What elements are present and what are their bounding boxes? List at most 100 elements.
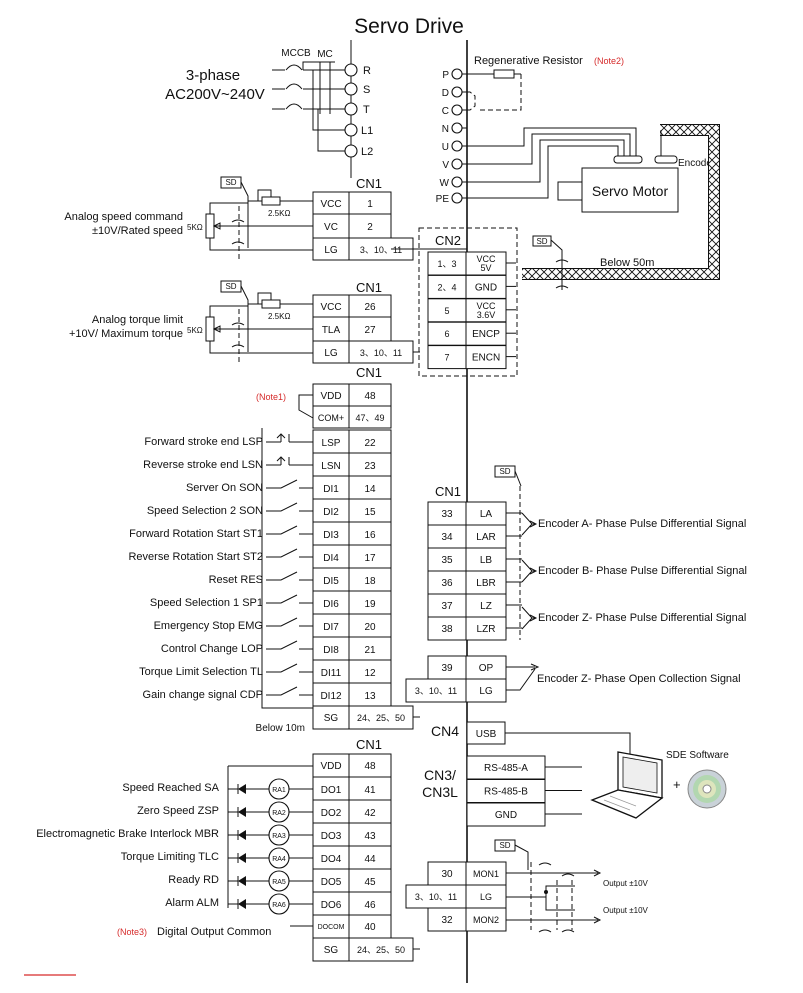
- cn1-header: CN1: [435, 484, 461, 499]
- pin-number: 3、10、11: [360, 245, 402, 255]
- terminal-l2: L2: [361, 146, 373, 158]
- pin-number: 35: [441, 555, 453, 566]
- encoder-signal-label: Encoder B- Phase Pulse Differential Sign…: [538, 565, 747, 577]
- input-label: Reverse Rotation Start ST2: [128, 551, 263, 563]
- diagram-title: Servo Drive: [354, 15, 464, 38]
- pin-number: 14: [364, 484, 376, 495]
- sg-pin: 24、25、50: [357, 945, 405, 955]
- relay-coil: RA6: [272, 902, 286, 909]
- pin-name: VCC: [476, 301, 496, 311]
- torque-limit-label: Analog torque limit: [92, 314, 183, 326]
- pin-name: VDD: [320, 391, 341, 402]
- pin-name: DI11: [321, 668, 342, 679]
- sg-pin: 24、25、50: [357, 713, 405, 723]
- cn2-header: CN2: [435, 233, 461, 248]
- docom-name: DOCOM: [318, 924, 345, 931]
- input-label: Torque Limit Selection TL: [139, 666, 263, 678]
- input-label: Speed Selection 2 SON: [147, 505, 263, 517]
- input-label: Reset RES: [209, 574, 263, 586]
- pin-number: 27: [364, 325, 376, 336]
- mccb-label: MCCB: [281, 48, 311, 59]
- input-label: Forward Rotation Start ST1: [129, 528, 263, 540]
- pin-name: OP: [479, 663, 494, 674]
- pin-number: 17: [364, 553, 376, 564]
- pin-number: 32: [441, 915, 453, 926]
- cn1-analog-speed-group: CN1 VCC 1 VC 2 LG 3、10、11 SD 2.5KΩ 5KΩ A…: [64, 176, 467, 262]
- pin-number: 6: [444, 329, 449, 339]
- pin-name: LSN: [321, 461, 340, 472]
- motor-cable-length: Below 50m: [600, 257, 654, 269]
- pin-number: 12: [364, 668, 376, 679]
- pin-name: DO5: [321, 877, 342, 888]
- terminal-s: S: [363, 84, 370, 96]
- pin-name: DO6: [321, 900, 342, 911]
- pin-name: TLA: [322, 325, 341, 336]
- terminal-d: D: [442, 88, 449, 99]
- pin-name: LSP: [322, 438, 341, 449]
- regen-note: (Note2): [594, 56, 624, 66]
- pin-number: 3、10、11: [360, 348, 402, 358]
- pin-name: DI7: [323, 622, 339, 633]
- pin-name: LZR: [477, 624, 496, 635]
- pin-number: 20: [364, 622, 376, 633]
- docom-label: Digital Output Common: [157, 926, 271, 938]
- pin-number: 47、49: [355, 413, 384, 423]
- pin-name: MON2: [473, 915, 499, 925]
- relay-coil: RA5: [272, 879, 286, 886]
- pin-number: 13: [364, 691, 376, 702]
- input-label: Control Change LOP: [161, 643, 263, 655]
- regen-section: Regenerative Resistor (Note2) P D C N: [442, 55, 624, 135]
- pin-name: DI1: [323, 484, 339, 495]
- motor-section: U V W PE Servo Motor Encoder Below 50m S…: [436, 124, 720, 290]
- pin-number: 44: [364, 854, 376, 865]
- pin-number: 37: [441, 601, 453, 612]
- pin-name: ENCP: [472, 329, 500, 340]
- pin-number: 48: [364, 761, 376, 772]
- pin-number: 34: [441, 532, 453, 543]
- output-label: Output ±10V: [603, 879, 649, 888]
- pin-number: 3、10、11: [415, 686, 457, 696]
- input-label: Reverse stroke end LSN: [143, 459, 263, 471]
- relay-coil: RA2: [272, 810, 286, 817]
- pin-name: VCC: [320, 199, 341, 210]
- pin-number: 38: [441, 624, 453, 635]
- encoder-signal-label: Encoder A- Phase Pulse Differential Sign…: [538, 518, 746, 530]
- pot-value: 2.5KΩ: [268, 312, 290, 321]
- pin-name: VC: [324, 222, 338, 233]
- rs485-pin: GND: [495, 810, 517, 821]
- pin-number: 19: [364, 599, 376, 610]
- op-signal-label: Encoder Z- Phase Open Collection Signal: [537, 673, 741, 685]
- pin-name: LAR: [476, 532, 495, 543]
- pin-name: ENCN: [472, 353, 500, 364]
- output-label: Speed Reached SA: [122, 782, 219, 794]
- relay-coil: RA3: [272, 833, 286, 840]
- pin-number: 33: [441, 509, 453, 520]
- terminal-l1: L1: [361, 125, 373, 137]
- sg-name: SG: [324, 713, 339, 724]
- sd-label: SD: [499, 841, 510, 850]
- software-label: SDE Software: [666, 750, 729, 761]
- pin-name: DI12: [320, 691, 342, 702]
- output-label: Ready RD: [168, 874, 219, 886]
- pin-name: VCC: [476, 254, 496, 264]
- encoder-signal-label: Encoder Z- Phase Pulse Differential Sign…: [538, 612, 746, 624]
- pin-name: MON1: [473, 869, 499, 879]
- pin-number: 41: [364, 785, 376, 796]
- pin-name: DI2: [323, 507, 339, 518]
- cn3-header-1: CN3/: [424, 767, 456, 783]
- pin-name: DO4: [321, 854, 342, 865]
- terminal-w: W: [440, 178, 450, 189]
- pin-number: 7: [444, 353, 449, 363]
- pin-name: LA: [480, 509, 493, 520]
- cn1-header: CN1: [356, 176, 382, 191]
- plus-sign: +: [673, 777, 681, 792]
- pin-name: DI6: [323, 599, 339, 610]
- input-label: Forward stroke end LSP: [144, 436, 263, 448]
- pin-number: 45: [364, 877, 376, 888]
- res-value: 5KΩ: [187, 223, 203, 232]
- speed-command-range: ±10V/Rated speed: [92, 225, 183, 237]
